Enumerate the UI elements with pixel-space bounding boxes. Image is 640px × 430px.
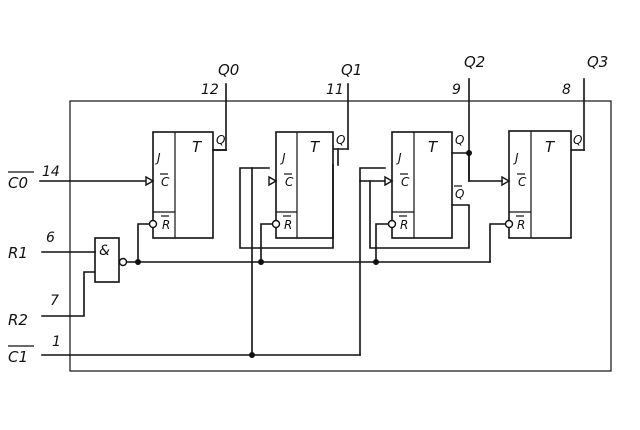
flipflop-2-body xyxy=(391,131,453,239)
flipflop-0-q-label: Q xyxy=(216,133,225,147)
flipflop-0-clock-triangle xyxy=(145,175,155,187)
input-r1-label: R1 xyxy=(8,244,28,262)
input-r2: R2 7 xyxy=(8,271,96,329)
flipflop-1-c-label: C xyxy=(285,175,294,189)
input-r1: R1 6 xyxy=(8,230,96,262)
flipflop-3-reset-bubble xyxy=(504,219,514,229)
flipflop-2-clock-triangle xyxy=(384,175,394,187)
and-gate-symbol: & xyxy=(99,243,110,259)
flipflop-0-c-label: C xyxy=(161,175,170,189)
flipflop-0-body xyxy=(152,131,214,239)
and-gate: & xyxy=(94,237,128,283)
flipflop-2-qbar-label: Q xyxy=(455,187,464,201)
flipflop-1: J C R T Q xyxy=(268,131,345,239)
flipflop-0-title: T xyxy=(192,138,203,156)
input-c1: C1 1 xyxy=(8,334,361,366)
flipflop-2-reset-bubble xyxy=(387,219,397,229)
flipflop-2-c-label: C xyxy=(401,175,410,189)
output-q2-pin-number: 9 xyxy=(452,82,461,98)
and-gate-inversion-bubble xyxy=(118,257,128,267)
flipflop-2-r-label: R xyxy=(400,218,408,232)
flipflop-3: J C R T Q xyxy=(501,130,582,239)
flipflop-2-j-label: J xyxy=(396,151,402,165)
flipflop-1-r-label: R xyxy=(284,218,292,232)
flipflop-1-reset-bubble xyxy=(271,219,281,229)
package-outline xyxy=(69,100,612,372)
flipflop-3-title: T xyxy=(545,138,556,156)
flipflop-3-r-label: R xyxy=(517,218,525,232)
output-q1-label: Q1 xyxy=(341,61,362,79)
and-gate-body xyxy=(94,237,120,283)
flipflop-3-q-label: Q xyxy=(573,133,582,147)
flipflop-2-q-label: Q xyxy=(455,133,464,147)
input-c1-label: C1 xyxy=(8,348,28,366)
output-q3: Q3 8 xyxy=(562,53,608,151)
flipflop-0-r-label: R xyxy=(162,218,170,232)
output-q0-pin-number: 12 xyxy=(201,82,219,98)
flipflop-1-clock-triangle xyxy=(268,175,278,187)
input-r1-pin-number: 6 xyxy=(46,230,55,246)
flipflop-2: J C R T Q Q xyxy=(384,131,464,239)
output-q2: Q2 9 xyxy=(452,53,485,154)
output-q2-label: Q2 xyxy=(464,53,485,71)
input-c0-label: C0 xyxy=(8,174,28,192)
input-c0-pin-number: 14 xyxy=(42,164,60,180)
output-q3-label: Q3 xyxy=(587,53,608,71)
input-c0: C0 14 xyxy=(8,164,149,192)
input-r2-pin-number: 7 xyxy=(50,293,59,309)
flipflop-3-c-label: C xyxy=(518,175,527,189)
c1-to-ff2-clock xyxy=(359,180,386,356)
output-q0: Q0 12 xyxy=(201,61,239,151)
flipflop-3-body xyxy=(508,130,572,239)
output-q1-pin-number: 11 xyxy=(326,82,344,98)
input-c1-pin-number: 1 xyxy=(52,334,61,350)
flipflop-0-reset-bubble xyxy=(148,219,158,229)
output-q0-label: Q0 xyxy=(218,61,239,79)
flipflop-0: J C R T Q xyxy=(145,131,225,239)
output-q3-pin-number: 8 xyxy=(562,82,571,98)
q2-to-ff3-clock xyxy=(451,152,503,182)
output-q1: Q1 11 xyxy=(326,61,362,150)
flipflop-1-q-label: Q xyxy=(336,133,345,147)
flipflop-3-j-label: J xyxy=(513,151,519,165)
flipflop-3-clock-triangle xyxy=(501,175,511,187)
input-r2-label: R2 xyxy=(8,311,28,329)
flipflop-0-j-label: J xyxy=(155,151,161,165)
flipflop-2-title: T xyxy=(428,138,439,156)
flipflop-1-title: T xyxy=(310,138,321,156)
flipflop-1-j-label: J xyxy=(280,151,286,165)
